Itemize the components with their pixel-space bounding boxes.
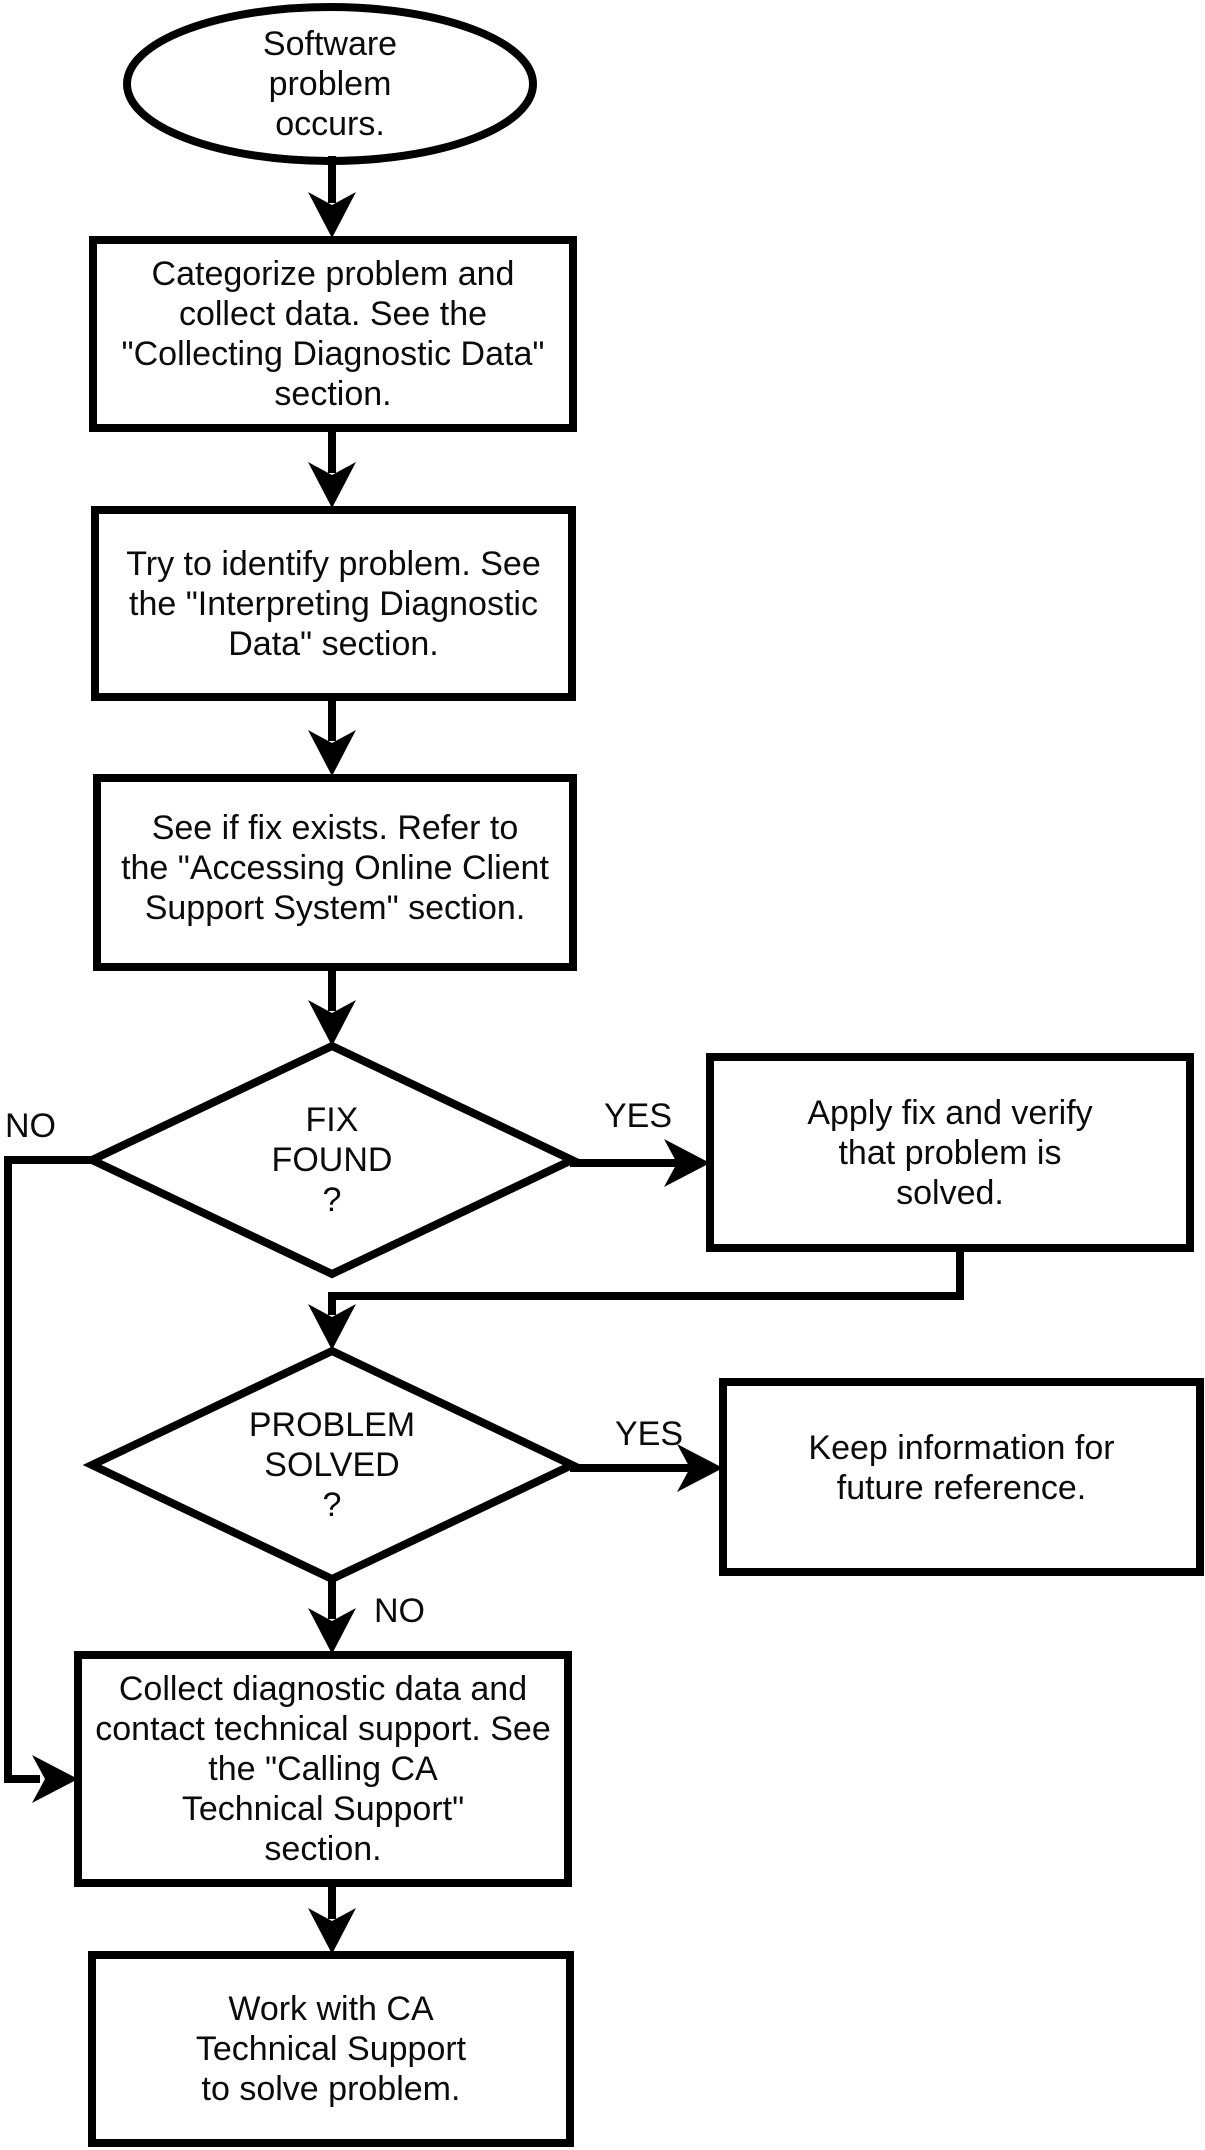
work-support-node-label: Work with CA Technical Support to solve … [195, 1990, 467, 2108]
fix-found-no-edge-label: NO [5, 1107, 56, 1145]
categorize-box-shape [89, 236, 577, 432]
identify-box-shape [91, 506, 576, 701]
categorize-node-label: Categorize problem and collect data. See… [121, 255, 545, 413]
connector-start-to-categorize [308, 156, 356, 238]
collect-contact-box-shape [74, 1651, 572, 1887]
identify-node-label: Try to identify problem. See the "Interp… [126, 544, 541, 663]
fix-found-node-label: FIX FOUND ? [271, 1101, 393, 1219]
keep-info-box-shape [719, 1378, 1204, 1576]
collect-contact-node-label: Collect diagnostic data and contact tech… [95, 1670, 551, 1868]
connector-problemsolved-yes-to-keepinfo [570, 1444, 723, 1492]
connector-identify-to-checkfix [308, 693, 356, 776]
keep-info-node-label: Keep information for future reference. [808, 1429, 1115, 1507]
work-support-box-shape [88, 1951, 574, 2147]
problem-solved-no-edge-label: NO [374, 1592, 425, 1630]
problem-solved-yes-edge-label: YES [615, 1415, 684, 1453]
apply-fix-node-label: Apply fix and verify that problem is sol… [807, 1093, 1093, 1212]
connector-fixfound-yes-to-applyfix [570, 1139, 710, 1187]
check-fix-box-shape [93, 774, 577, 971]
connector-checkfix-to-fixfound [308, 963, 356, 1046]
apply-fix-box-shape [706, 1053, 1194, 1252]
connector-categorize-to-identify [308, 424, 356, 508]
start-node-label: Software problem occurs. [262, 25, 398, 143]
connector-fixfound-no-to-collect [4, 1156, 95, 1803]
connector-problemsolved-no-to-collect [308, 1575, 356, 1654]
fix-found-yes-edge-label: YES [604, 1097, 673, 1135]
check-fix-node-label: See if fix exists. Refer to the "Accessi… [121, 809, 549, 927]
problem-solved-node-label: PROBLEM SOLVED ? [248, 1406, 416, 1524]
fix-found-diamond-shape [82, 1041, 582, 1279]
connector-applyfix-to-problemsolved [308, 1248, 964, 1350]
connector-collect-to-worksupport [308, 1881, 356, 1954]
